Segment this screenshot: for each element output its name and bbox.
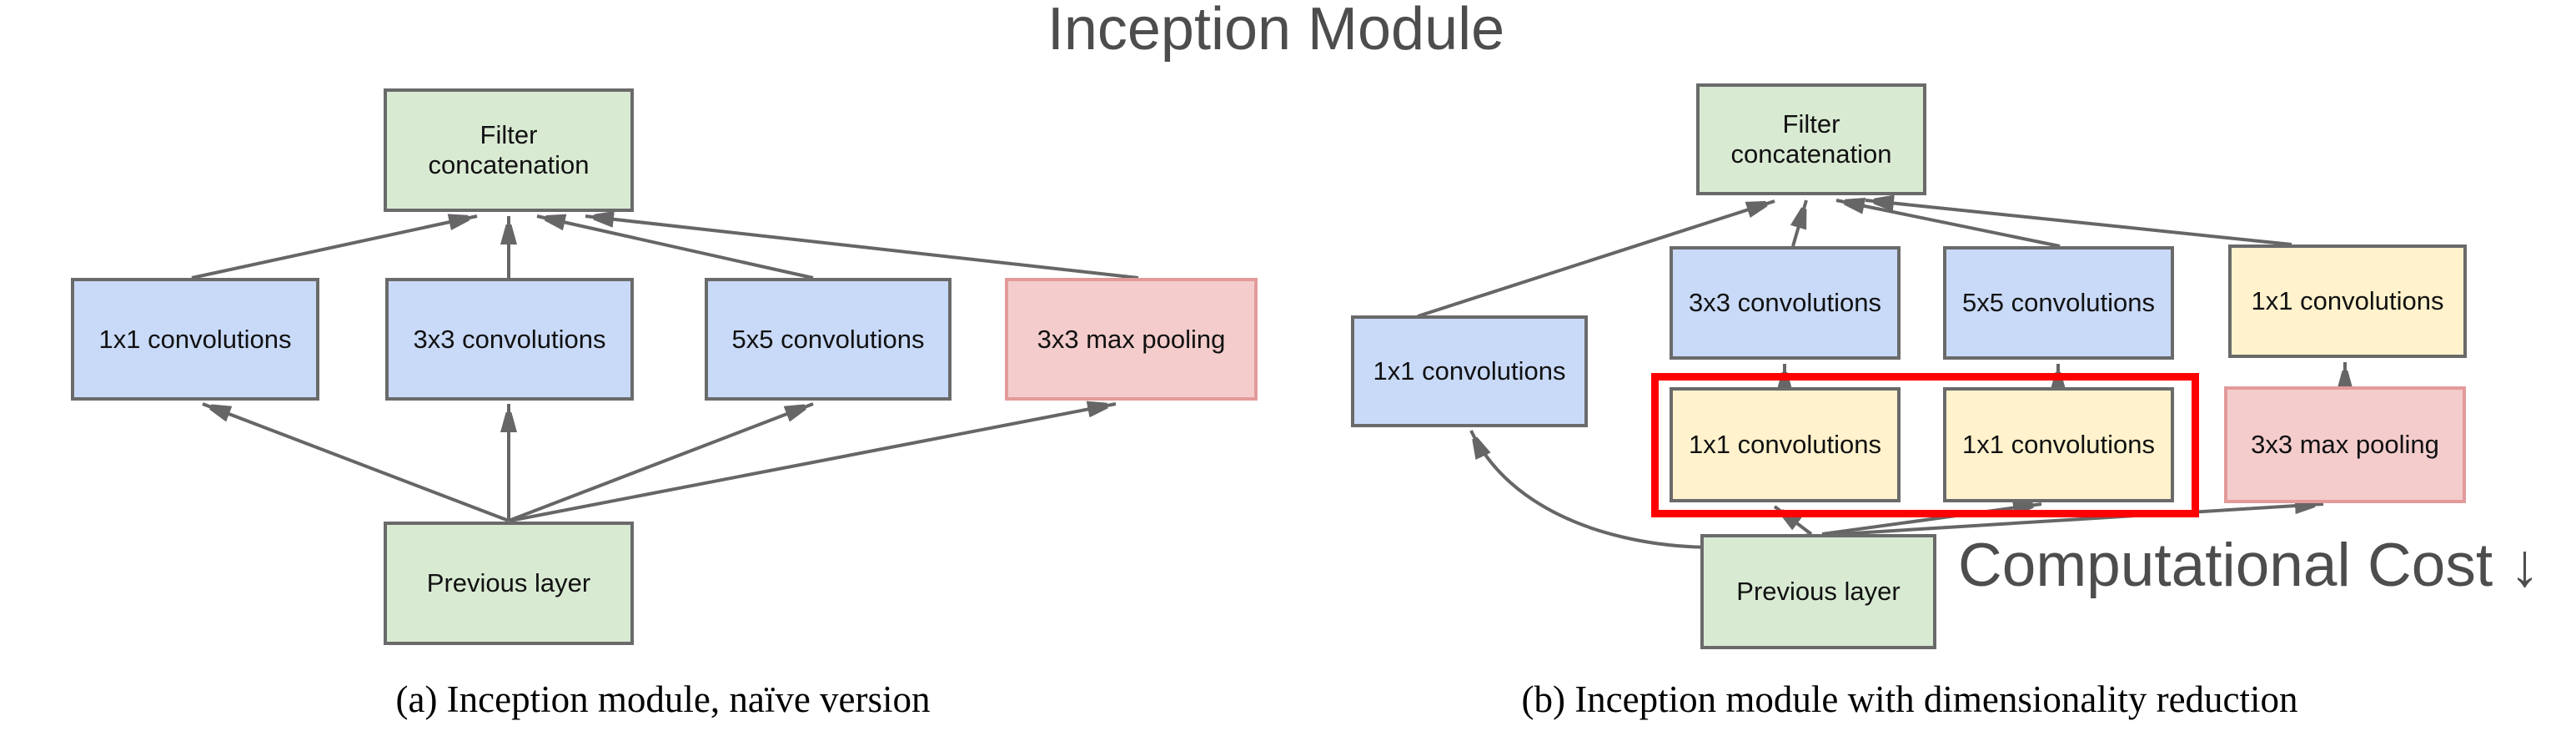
b-1x1-convolutions-branch-label: 1x1 convolutions — [1373, 356, 1566, 386]
a-3x3-convolutions-box: 3x3 convolutions — [385, 278, 634, 401]
a-filter-concatenation-label: Filter concatenation — [428, 120, 590, 179]
a-5x5-convolutions-box: 5x5 convolutions — [705, 278, 952, 401]
dimensionality-reduction-highlight-rect — [1651, 373, 2199, 517]
a-5x5-convolutions-label: 5x5 convolutions — [731, 324, 925, 354]
b-1x1-convolutions-pool-proj-label: 1x1 convolutions — [2251, 286, 2444, 316]
arrow-b-conv5-to-concat — [1835, 200, 2061, 248]
b-1x1-convolutions-branch-box: 1x1 convolutions — [1351, 315, 1588, 427]
arrow-a-conv1-to-concat — [191, 216, 478, 280]
a-previous-layer-box: Previous layer — [384, 522, 634, 645]
arrow-a-conv5-to-concat — [536, 216, 814, 280]
b-filter-concatenation-box: Filter concatenation — [1696, 83, 1926, 195]
arrow-a-prev-to-conv1 — [202, 402, 510, 522]
b-3x3-convolutions-box: 3x3 convolutions — [1670, 246, 1901, 360]
b-1x1-convolutions-pool-proj-box: 1x1 convolutions — [2228, 245, 2467, 358]
arrow-b-conv3-to-concat — [1793, 199, 1808, 247]
b-1x1-convolutions-reduce3-label: 1x1 convolutions — [1689, 430, 1881, 460]
computational-cost-note: Computational Cost ↓ — [1958, 532, 2540, 599]
b-5x5-convolutions-box: 5x5 convolutions — [1943, 246, 2174, 360]
a-3x3-max-pooling-box: 3x3 max pooling — [1005, 278, 1258, 401]
b-filter-concatenation-label: Filter concatenation — [1730, 109, 1892, 169]
a-filter-concatenation-box: Filter concatenation — [384, 88, 634, 212]
arrow-b-prev-to-pool — [1825, 504, 2324, 537]
b-1x1-convolutions-reduce5-label: 1x1 convolutions — [1962, 430, 2155, 460]
arrow-b-branch1-to-concat — [1417, 199, 1775, 318]
arrow-b-prev-to-reduce5 — [1821, 504, 2042, 536]
b-3x3-max-pooling-box: 3x3 max pooling — [2224, 386, 2466, 503]
b-3x3-max-pooling-label: 3x3 max pooling — [2251, 430, 2439, 460]
b-1x1-convolutions-reduce3-box: 1x1 convolutions — [1670, 387, 1901, 502]
b-3x3-convolutions-label: 3x3 convolutions — [1689, 288, 1881, 318]
b-previous-layer-box: Previous layer — [1700, 534, 1936, 649]
arrow-a-pool-to-concat — [585, 216, 1139, 280]
b-previous-layer-label: Previous layer — [1736, 577, 1901, 607]
a-3x3-max-pooling-label: 3x3 max pooling — [1037, 324, 1226, 354]
caption-b: (b) Inception module with dimensionality… — [1521, 678, 2298, 720]
caption-a: (a) Inception module, naïve version — [395, 678, 931, 720]
b-5x5-convolutions-label: 5x5 convolutions — [1962, 288, 2155, 318]
a-1x1-convolutions-box: 1x1 convolutions — [71, 278, 319, 401]
arrow-a-prev-to-conv5 — [508, 402, 814, 522]
a-1x1-convolutions-label: 1x1 convolutions — [98, 324, 292, 354]
arrow-b-poolproj-to-concat — [1865, 200, 2292, 246]
b-1x1-convolutions-reduce5-box: 1x1 convolutions — [1943, 387, 2174, 502]
page-title: Inception Module — [1047, 0, 1505, 63]
a-previous-layer-label: Previous layer — [426, 568, 591, 598]
a-3x3-convolutions-label: 3x3 convolutions — [413, 324, 606, 354]
arrow-a-prev-to-pool — [510, 404, 1117, 522]
